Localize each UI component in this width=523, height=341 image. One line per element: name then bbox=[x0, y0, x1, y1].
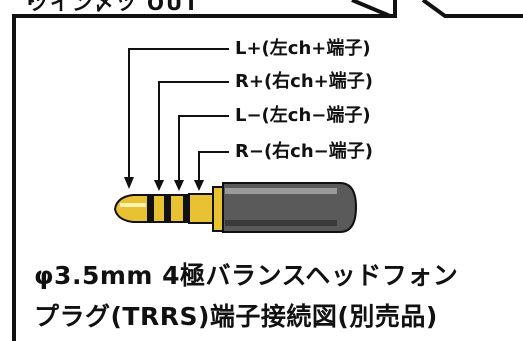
plug-collar bbox=[212, 186, 224, 232]
pin-label-l-plus: L+(左ch+端子) bbox=[235, 38, 371, 59]
plug-ring-1 bbox=[152, 194, 166, 223]
plug-tip bbox=[113, 194, 149, 223]
plug-ring-2 bbox=[169, 194, 185, 223]
leader-lines bbox=[128, 48, 229, 186]
pin-label-l-minus: L−(左ch−端子) bbox=[235, 105, 371, 126]
pin-label-r-plus: R+(右ch+端子) bbox=[235, 71, 373, 92]
arrowheads bbox=[124, 177, 204, 191]
caption-line-2: プラグ(TRRS)端子接続図(別売品) bbox=[34, 302, 438, 331]
plug bbox=[113, 182, 358, 233]
plug-body bbox=[222, 182, 358, 233]
plug-sleeve bbox=[188, 193, 214, 224]
caption-line-1: φ3.5mm 4極バランスヘッドフォン bbox=[34, 261, 459, 290]
header-partial-label: ツイン〆ツ OUT bbox=[28, 0, 200, 15]
pin-label-r-minus: R−(右ch−端子) bbox=[235, 141, 373, 162]
